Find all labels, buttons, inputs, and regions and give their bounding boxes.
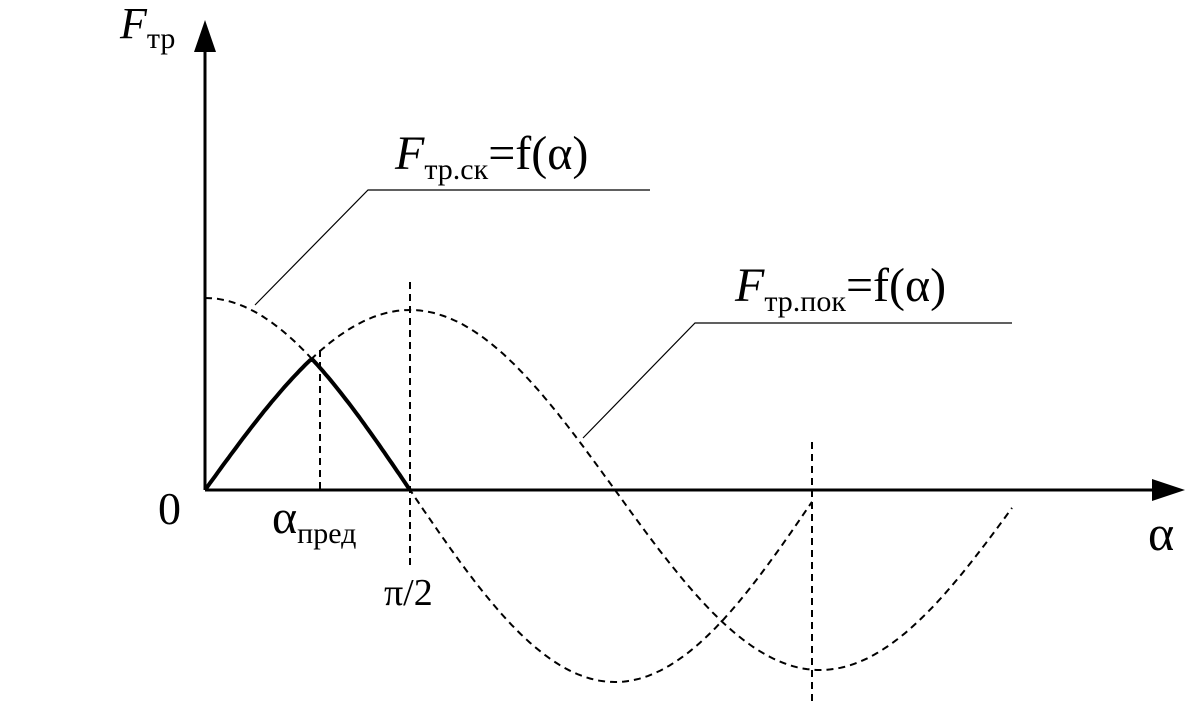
sliding-label-leader (254, 189, 650, 306)
sliding-label-main: F (395, 127, 425, 180)
alpha-pred-label: αпред (272, 491, 356, 549)
y-axis-label-main: F (120, 0, 147, 48)
sliding-label-sub: тр.ск (424, 153, 489, 186)
static-friction-curve (204, 308, 1013, 671)
alpha-pred-sub: пред (297, 517, 357, 550)
pi-half-label: π/2 (384, 572, 433, 614)
static-label-rest: =f(α) (845, 259, 947, 312)
origin-label: 0 (158, 483, 181, 534)
static-label-main: F (735, 259, 765, 312)
sliding-label-rest: =f(α) (488, 127, 589, 180)
static-label-leader (582, 322, 1012, 439)
y-axis-label-sub: тр (146, 22, 176, 55)
y-axis-arrow (194, 20, 216, 52)
x-axis-arrow (1152, 479, 1185, 501)
alpha-pred-main: α (272, 491, 298, 544)
y-axis-label: Fтр (120, 0, 175, 54)
static-label-sub: тр.пок (764, 285, 846, 318)
sliding-curve-label: Fтр.ск=f(α) (395, 127, 589, 185)
static-curve-label: Fтр.пок=f(α) (735, 259, 947, 317)
x-axis-label: α (1148, 505, 1175, 561)
actual-friction-curve (203, 357, 412, 492)
